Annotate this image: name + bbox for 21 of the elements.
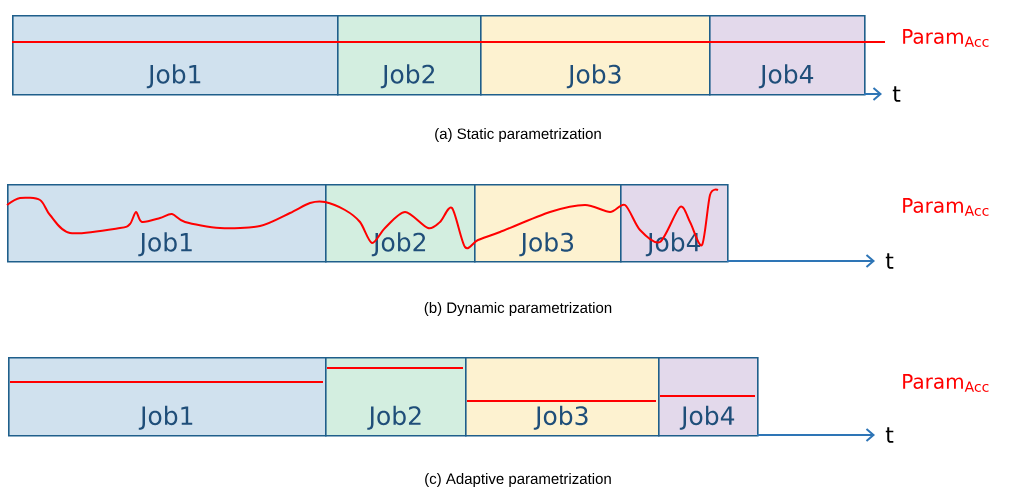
job-box: Job4 bbox=[658, 357, 759, 437]
job-box: Job1 bbox=[7, 184, 327, 263]
job-box: Job3 bbox=[474, 184, 622, 263]
job-box: Job1 bbox=[8, 357, 327, 437]
job-box: Job4 bbox=[620, 184, 729, 263]
job-box: Job2 bbox=[325, 184, 476, 263]
time-label: t bbox=[885, 427, 894, 443]
caption: (c) Adaptive parametrization bbox=[425, 473, 611, 487]
caption: (b) Dynamic parametrization bbox=[424, 302, 612, 316]
job-box: Job4 bbox=[709, 15, 866, 96]
caption: (a) Static parametrization bbox=[435, 128, 601, 142]
job-box: Job3 bbox=[480, 15, 711, 96]
job-box: Job1 bbox=[12, 15, 339, 96]
job-box: Job2 bbox=[337, 15, 482, 96]
job-box: Job3 bbox=[465, 357, 660, 437]
job-box: Job2 bbox=[325, 357, 467, 437]
time-label: t bbox=[892, 86, 901, 102]
time-label: t bbox=[885, 253, 894, 269]
parameter-label: Param$_{Acc}$ bbox=[903, 29, 989, 47]
parameter-label: Param$_{Acc}$ bbox=[903, 374, 989, 392]
parameter-label: Param$_{Acc}$ bbox=[903, 198, 989, 216]
